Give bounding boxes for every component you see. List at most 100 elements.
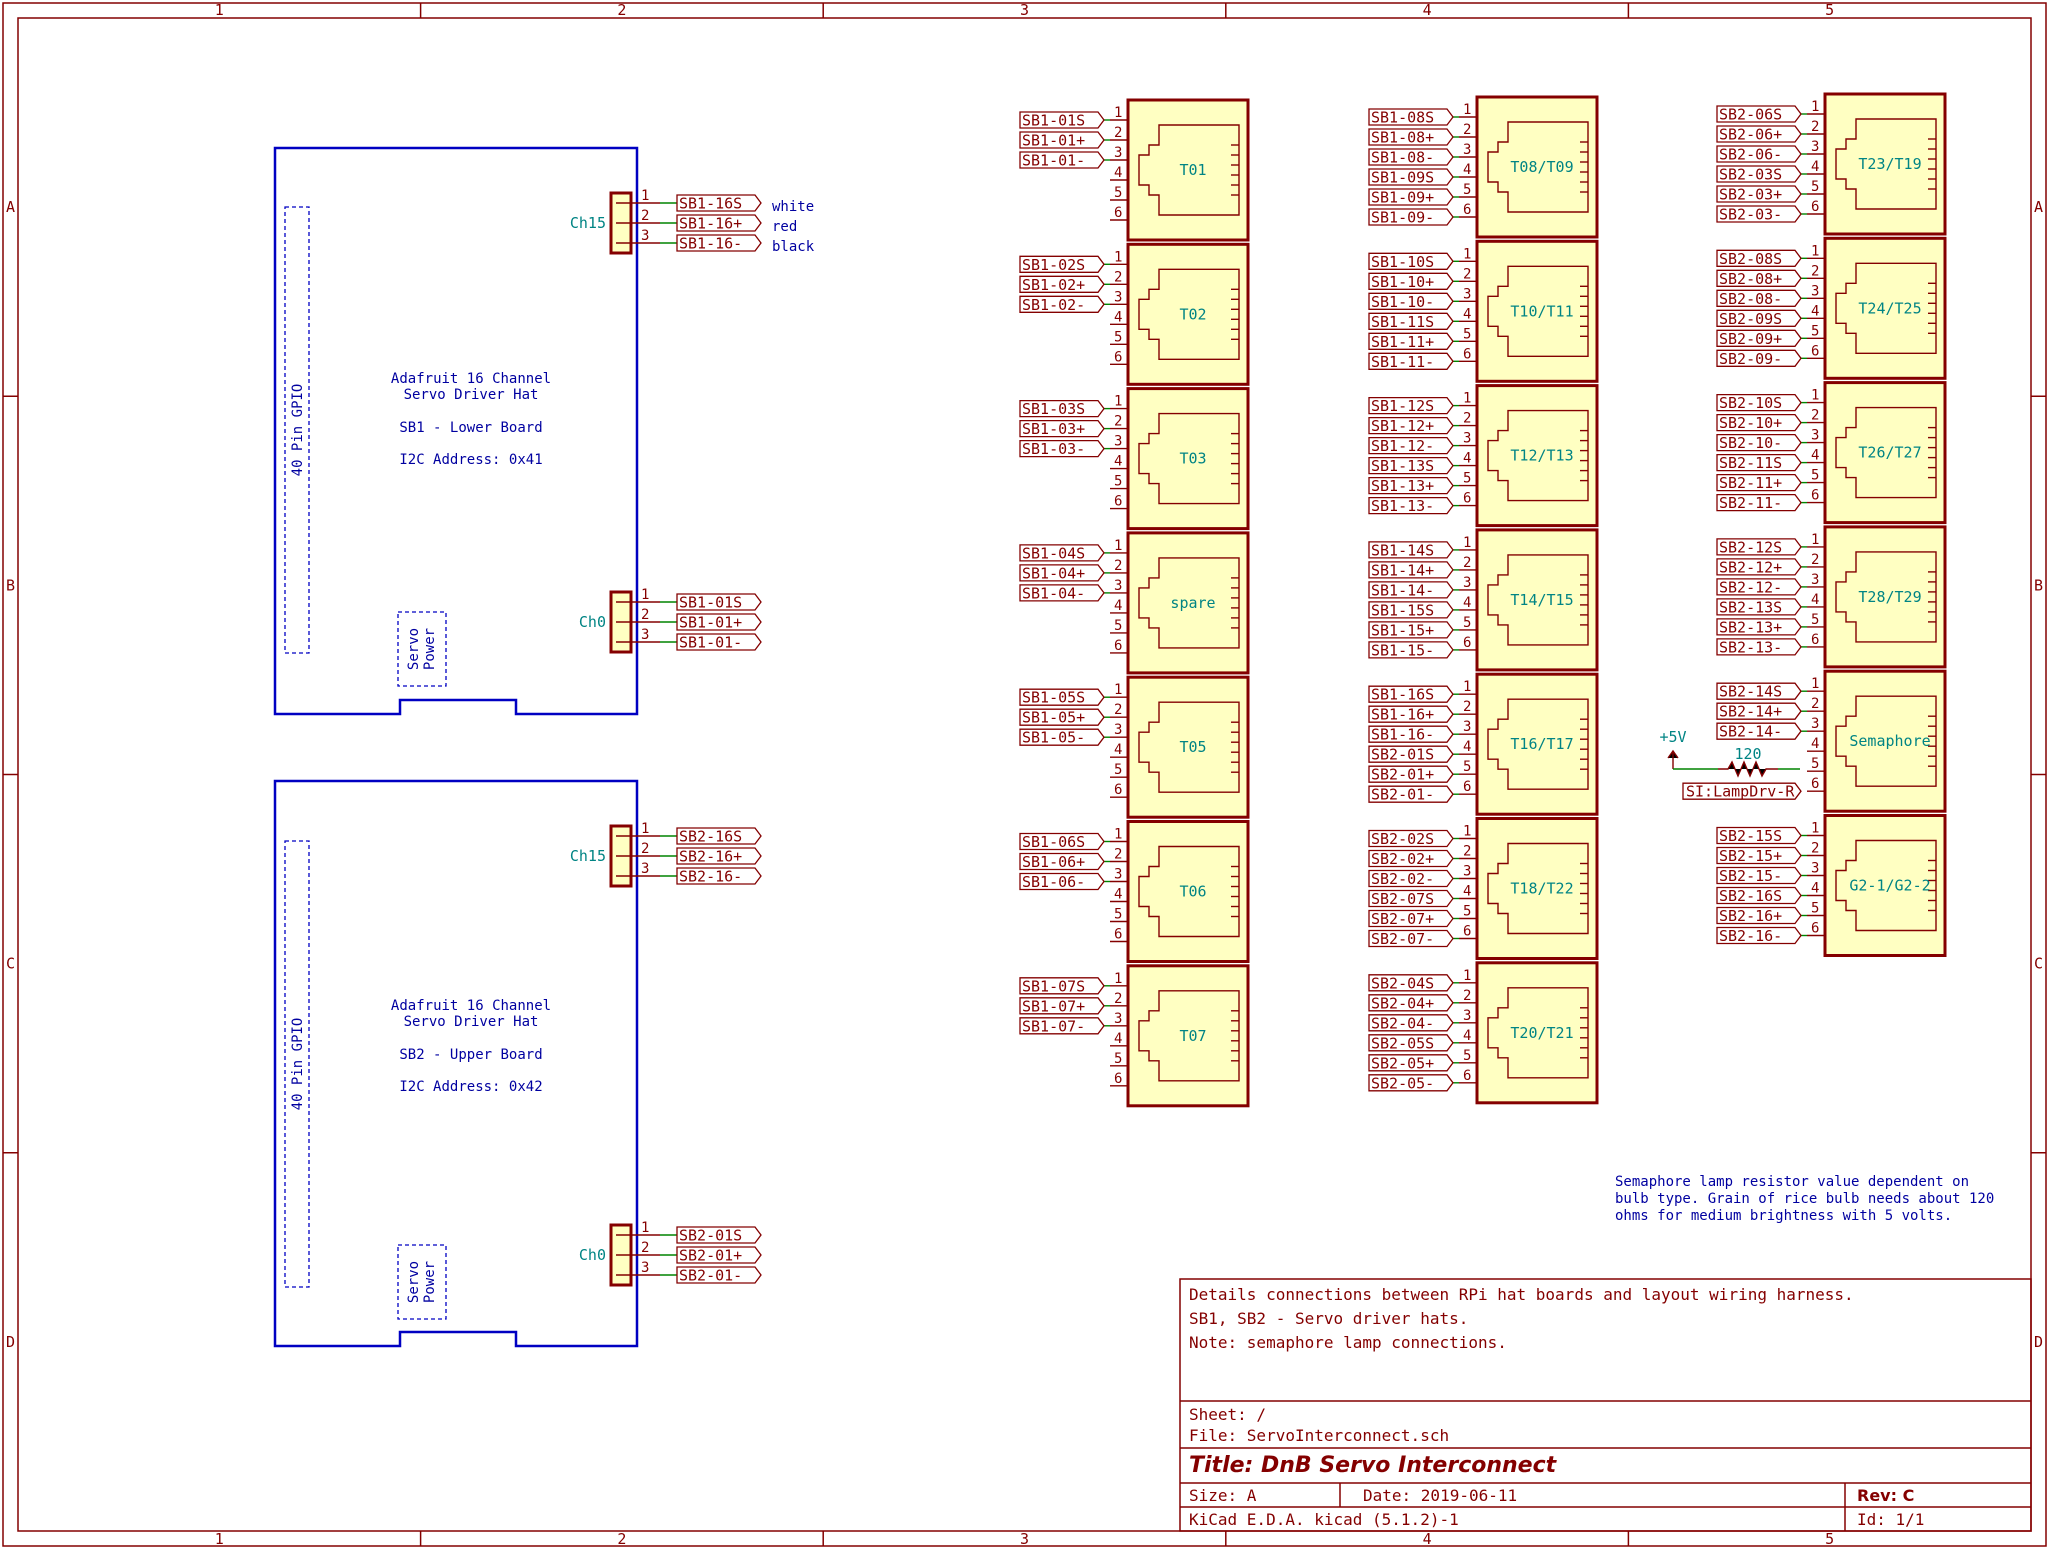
net-label: SB1-14+ bbox=[1371, 561, 1434, 579]
jack-body bbox=[1475, 672, 1599, 816]
net-label-box bbox=[1716, 249, 1802, 267]
net-label: SB1-15- bbox=[1371, 641, 1434, 659]
rj-socket-icon bbox=[1138, 990, 1240, 1082]
net-label: SB1-08S bbox=[1371, 109, 1434, 127]
jack-t16-t17[interactable]: T16/T171SB1-16S2SB1-16+3SB1-16-4SB2-01S5… bbox=[1368, 672, 1599, 816]
servo-board-sb1[interactable]: 40 Pin GPIO Servo Power Adafruit 16 Chan… bbox=[273, 146, 815, 716]
net-label-box bbox=[1368, 849, 1454, 868]
jack-t18-t22[interactable]: T18/T221SB2-02S2SB2-02+3SB2-02-4SB2-07S5… bbox=[1368, 817, 1599, 960]
net-label-box bbox=[1368, 1014, 1454, 1032]
servo-board-sb2[interactable]: 40 Pin GPIO Servo Power Adafruit 16 Chan… bbox=[273, 779, 762, 1348]
pin-number: 4 bbox=[1114, 742, 1122, 758]
pin-number: 2 bbox=[1463, 411, 1471, 427]
net-label: SB2-01+ bbox=[1371, 766, 1434, 784]
net-label: SB2-01S bbox=[1371, 746, 1434, 764]
jack-t12-t13[interactable]: T12/T131SB1-12S2SB1-12+3SB1-12-4SB1-13S5… bbox=[1368, 384, 1599, 528]
jack-t23-t19[interactable]: T23/T191SB2-06S2SB2-06+3SB2-06-4SB2-03S5… bbox=[1716, 92, 1947, 236]
jack-ref: G2-1/G2-2 bbox=[1849, 877, 1930, 895]
net-label-box bbox=[1716, 682, 1802, 700]
net-label-box bbox=[1368, 108, 1454, 126]
pin-number: 1 bbox=[641, 821, 649, 837]
connector-ref: Ch0 bbox=[579, 1246, 606, 1264]
net-label-box bbox=[1716, 145, 1802, 163]
net-label: SB2-02- bbox=[1371, 870, 1434, 888]
semaphore-lamp-circuit[interactable]: +5V 120 SI:LampDrv-R bbox=[1659, 728, 1802, 801]
pin-number: 4 bbox=[1114, 165, 1122, 181]
net-label-box bbox=[1368, 785, 1454, 803]
note-line-2: bulb type. Grain of rice bulb needs abou… bbox=[1615, 1191, 1994, 1207]
pin-number: 3 bbox=[1463, 431, 1471, 447]
pin-number: 3 bbox=[1811, 716, 1819, 732]
pin-number: 3 bbox=[1811, 572, 1819, 588]
gpio-header-outline bbox=[284, 840, 310, 1288]
net-label-box bbox=[1716, 349, 1802, 367]
net-label-box bbox=[1368, 148, 1454, 166]
column-marker-bottom: 5 bbox=[1825, 1530, 1834, 1548]
net-label-box bbox=[1716, 473, 1802, 492]
jack-t20-t21[interactable]: T20/T211SB2-04S2SB2-04+3SB2-04-4SB2-05S5… bbox=[1368, 961, 1599, 1105]
net-label: SB2-01+ bbox=[679, 1247, 742, 1265]
net-label: SB2-01S bbox=[679, 1227, 742, 1245]
pin-number: 3 bbox=[1114, 145, 1122, 161]
pin-number: 4 bbox=[1811, 592, 1819, 608]
jack-t28-t29[interactable]: T28/T291SB2-12S2SB2-12+3SB2-12-4SB2-13S5… bbox=[1716, 525, 1947, 669]
jack-t26-t27[interactable]: T26/T271SB2-10S2SB2-10+3SB2-10-4SB2-11S5… bbox=[1716, 381, 1947, 525]
pin-number: 5 bbox=[1114, 474, 1122, 490]
comment-1: Details connections between RPi hat boar… bbox=[1189, 1285, 1854, 1304]
pin-number: 5 bbox=[1114, 762, 1122, 778]
pin-number: 3 bbox=[1114, 722, 1122, 738]
net-label-box bbox=[1368, 208, 1454, 226]
pin-number: 2 bbox=[1114, 269, 1122, 285]
net-label-box bbox=[1368, 128, 1454, 146]
pin-number: 4 bbox=[1811, 159, 1819, 175]
row-marker-right: A bbox=[2034, 198, 2043, 216]
pin-number: 5 bbox=[1463, 759, 1471, 775]
jack-g2-1-g2-2[interactable]: G2-1/G2-21SB2-15S2SB2-15+3SB2-15-4SB2-16… bbox=[1716, 814, 1947, 957]
jack-t24-t25[interactable]: T24/T251SB2-08S2SB2-08+3SB2-08-4SB2-09S5… bbox=[1716, 236, 1947, 380]
pin-number: 3 bbox=[1463, 286, 1471, 302]
net-label-box bbox=[1019, 439, 1105, 458]
jack-t08-t09[interactable]: T08/T091SB1-08S2SB1-08+3SB1-08-4SB1-09S5… bbox=[1368, 95, 1599, 239]
jack-t14-t15[interactable]: T14/T151SB1-14S2SB1-14+3SB1-14-4SB1-15S5… bbox=[1368, 528, 1599, 672]
net-label: SB1-01- bbox=[679, 634, 742, 652]
pin-number: 3 bbox=[1463, 1008, 1471, 1024]
net-label-box bbox=[1368, 188, 1454, 206]
pin-number: 5 bbox=[1114, 1051, 1122, 1067]
pin-number: 6 bbox=[1114, 782, 1122, 798]
net-label: SB2-01- bbox=[679, 1267, 742, 1285]
jack-body bbox=[1823, 92, 1947, 236]
pin-number: 1 bbox=[1463, 391, 1471, 407]
net-label-box bbox=[1368, 168, 1454, 186]
net-label: SB1-03+ bbox=[1022, 420, 1085, 438]
pin-number: 3 bbox=[641, 861, 649, 877]
pin-number: 3 bbox=[1114, 578, 1122, 594]
resistor-icon[interactable] bbox=[1718, 760, 1778, 778]
net-label: SB1-16- bbox=[679, 235, 742, 253]
pin-number: 5 bbox=[1463, 326, 1471, 342]
pin-number: 2 bbox=[1811, 552, 1819, 568]
net-label-box bbox=[676, 593, 762, 611]
jack-t10-t11[interactable]: T10/T111SB1-10S2SB1-10+3SB1-10-4SB1-11S5… bbox=[1368, 239, 1599, 383]
net-label: SB1-12S bbox=[1371, 397, 1434, 415]
lamp-driver-label[interactable]: SI:LampDrv-R bbox=[1682, 782, 1802, 801]
rj-socket-icon bbox=[1835, 551, 1937, 643]
wire-color-white: white bbox=[772, 199, 814, 215]
pin-number: 5 bbox=[1811, 323, 1819, 339]
pin-number: 4 bbox=[1463, 739, 1471, 755]
pin-number: 1 bbox=[1463, 246, 1471, 262]
net-label-box bbox=[676, 194, 762, 212]
board-line-1: Adafruit 16 Channel bbox=[391, 998, 551, 1014]
servo-power-label-2: Power bbox=[422, 628, 438, 670]
